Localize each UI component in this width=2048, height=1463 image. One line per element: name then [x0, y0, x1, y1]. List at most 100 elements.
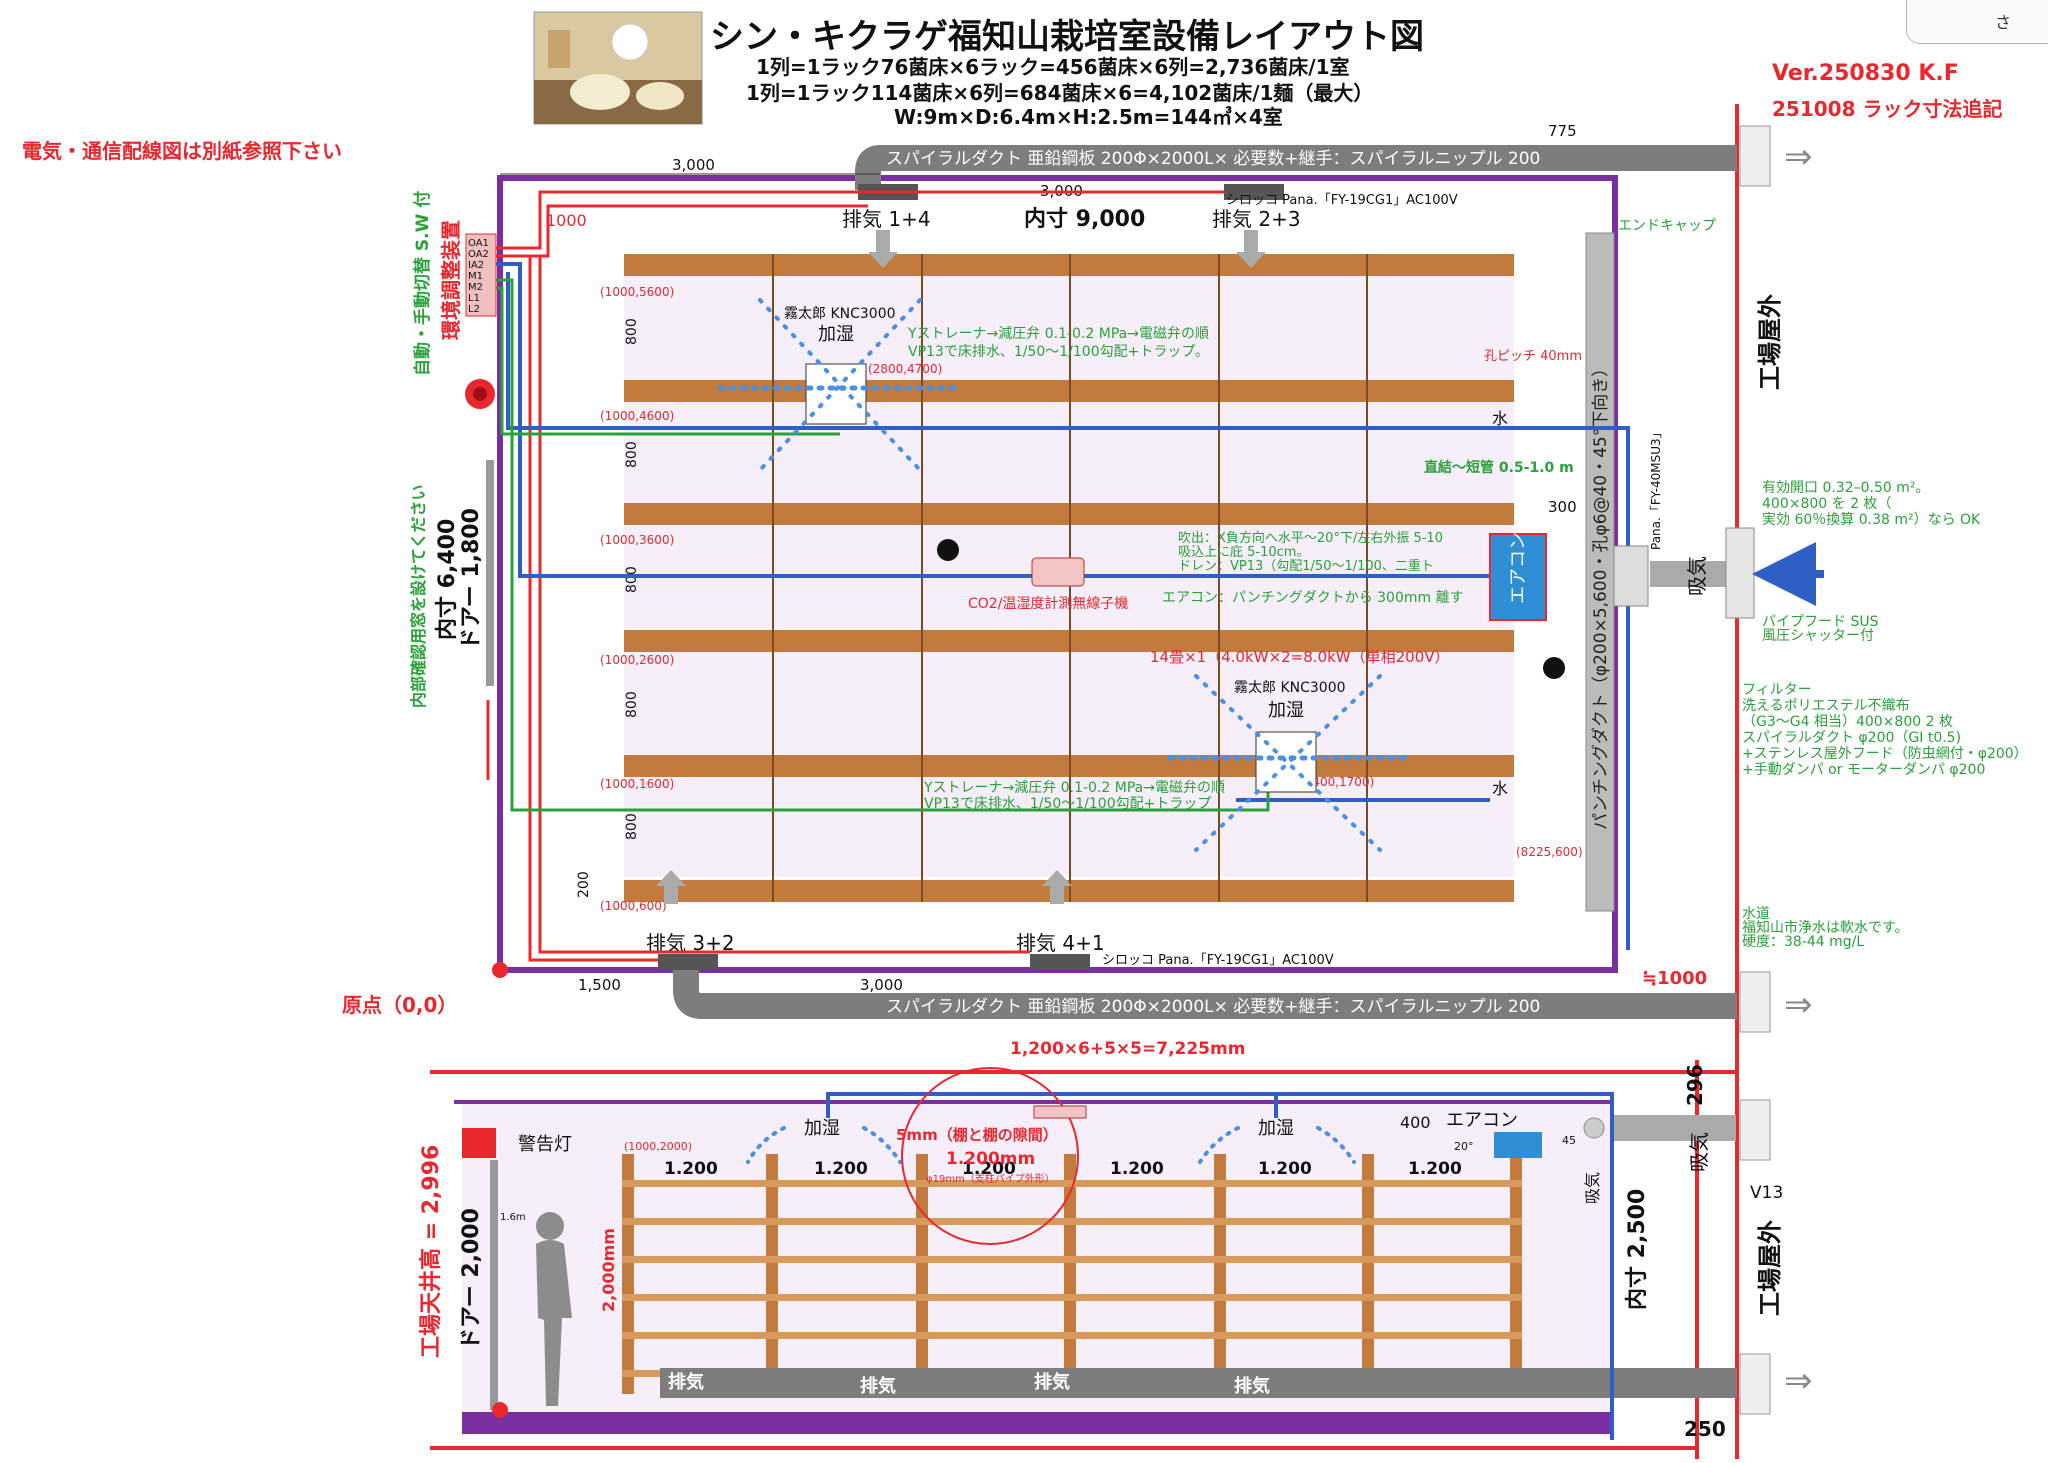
duct-bottom-label: スパイラルダクト 亜鉛鋼板 200Φ×2000L× 必要数+継手：スパイラルニッ… [886, 997, 1540, 1017]
direct-connect: 直結〜短管 0.5-1.0 m [1424, 459, 1574, 476]
wall-opening [1725, 527, 1755, 619]
section-floor [462, 1412, 1612, 1434]
ac-plug-icon [1543, 657, 1565, 679]
section-d400: 400 [1400, 1113, 1431, 1132]
section-ac [1494, 1132, 1542, 1158]
water-note-2: 福知山市浄水は軟水です。 [1742, 919, 1909, 936]
exhaust-2-3: 排気 2+3 [1212, 207, 1301, 231]
section-v13: V13 [1750, 1183, 1783, 1203]
exhaust-arrows [656, 230, 1266, 904]
exhaust-4-1: 排気 4+1 [1016, 931, 1105, 955]
revision-label: 251008 ラック寸法追記 [1772, 97, 2002, 121]
outlet-arrow-bottom-icon: ⇒ [1784, 985, 1813, 1025]
dim-775: 775 [1548, 122, 1577, 140]
section-total-length: 1,200×6+5×5=7,225mm [1010, 1039, 1245, 1059]
co2-sensor [1031, 557, 1085, 587]
dim-1000-approx: ≒1000 [1642, 968, 1707, 989]
coord-8225-600: (8225,600) [1516, 845, 1583, 859]
filter-note-2: 洗えるポリエステル不織布 [1742, 698, 1910, 714]
duct-bottom [673, 968, 1737, 1019]
duct-top-label: スパイラルダクト 亜鉛鋼板 200Φ×2000L× 必要数+継手：スパイラルニッ… [886, 149, 1540, 169]
strainer-1-line-2: VP13で床排水、1/50〜1/100勾配+トラップ。 [908, 344, 1209, 360]
section-ac-label: エアコン [1446, 1110, 1518, 1131]
section-outside-label: 工場屋外 [1756, 1220, 1784, 1316]
svg-text:M2: M2 [468, 282, 483, 293]
dim-1500: 1,500 [578, 976, 621, 994]
section-factory-height: 工場天井高 = 2,996 [418, 1145, 444, 1358]
mist-1-humid: 加湿 [818, 324, 854, 345]
section-deg20: 20° [1454, 1140, 1474, 1153]
opening-note-2: 400×800 を 2 枚（ [1762, 496, 1891, 512]
svg-text:M1: M1 [468, 271, 483, 282]
version-label: Ver.250830 K.F [1772, 61, 1959, 86]
coord-2800-4700: (2800,4700) [868, 362, 942, 376]
svg-text:排気: 排気 [668, 1371, 704, 1393]
hole-pitch: 孔ピッチ 40mm [1484, 349, 1582, 364]
sirocco-top-label: シロッコ Pana.「FY-19CG1」AC100V [1226, 193, 1458, 208]
gap-800-3: 800 [624, 566, 640, 593]
section-exhaust-duct [660, 1368, 1737, 1398]
inspection-window [486, 460, 494, 686]
gap-800-2: 800 [624, 441, 640, 468]
spiral-note-3: +手動ダンパ or モーターダンパ φ200 [1742, 762, 1985, 778]
ac-label: エアコン [1508, 532, 1529, 604]
end-cap-label: エンドキャップ [1618, 218, 1716, 234]
gap-800-4: 800 [624, 691, 640, 718]
subtitle-line-2: 1列=1ラック114菌床×6列=684菌床×6=4,102菌床/1麺（最大） [746, 81, 1373, 105]
svg-text:1.200: 1.200 [1110, 1159, 1164, 1179]
section-water-pipe [826, 1092, 1614, 1440]
coord-1000-2600: (1000,2600) [600, 653, 674, 667]
subtitle-line-3: W:9m×D:6.4m×H:2.5m=144㎥×4室 [894, 105, 1283, 129]
section-door [490, 1160, 498, 1410]
svg-text:1.200: 1.200 [664, 1159, 718, 1179]
fan-model: Pana.「FY-40MSU3」 [1649, 426, 1663, 550]
header-photo [533, 11, 703, 125]
wiring-note: 電気・通信配線図は別紙参照下さい [22, 139, 342, 163]
dim-300: 300 [1548, 498, 1577, 516]
sirocco-bottom-label: シロッコ Pana.「FY-19CG1」AC100V [1102, 953, 1334, 968]
origin-marker [492, 962, 508, 978]
mist-device-2 [1167, 674, 1413, 852]
wiring-red [494, 190, 1224, 962]
svg-text:L2: L2 [468, 304, 480, 315]
section-fan-icon [1583, 1117, 1605, 1139]
water-lines [494, 262, 1630, 950]
span-note: 1.200mm [946, 1149, 1035, 1169]
svg-text:排気: 排気 [1034, 1371, 1070, 1393]
inner-depth: 内寸 6,400 [435, 519, 460, 640]
span-labels: 1.200 1.200 1.200 1.200 1.200 1.200 [664, 1159, 1462, 1179]
opening-note-3: 実効 60％換算 0.38 m²）なら OK [1762, 512, 1981, 528]
svg-text:1.200: 1.200 [962, 1159, 1016, 1179]
gap-800-1: 800 [624, 318, 640, 345]
ventilation-fan [1613, 545, 1649, 607]
height-1600: 1.6m [500, 1212, 526, 1223]
co2-label: CO2/温湿度計測無線子機 [968, 596, 1128, 612]
punch-duct-label: パンチングダクト（φ200×5,600・孔φ6@40・45°下向き） [1591, 360, 1611, 830]
section-exhaust-labels: 排気 排気 排気 排気 [668, 1371, 1270, 1397]
coord-1000-3600: (1000,3600) [600, 533, 674, 547]
section-coord: (1000,2000) [624, 1140, 692, 1153]
svg-text:L1: L1 [468, 293, 480, 304]
svg-text:排気: 排気 [1234, 1375, 1270, 1397]
gap-800-5: 800 [624, 813, 640, 840]
window-corner-tab[interactable]: さ [1906, 0, 2048, 44]
svg-text:OA2: OA2 [468, 249, 489, 260]
section-d296: 296 [1683, 1064, 1707, 1106]
section-humid-2: 加湿 [1258, 1118, 1294, 1139]
hood-note-1: パイプフード SUS [1762, 614, 1879, 630]
gap-callout-circle [901, 1067, 1079, 1245]
svg-text:IA2: IA2 [468, 260, 484, 271]
env-controller [465, 233, 497, 317]
filter-note-1: フィルター [1742, 682, 1812, 698]
mist-device-1 [717, 298, 963, 472]
section-deg45: 45 [1562, 1134, 1576, 1147]
sensor-plug-icon [937, 539, 959, 561]
water-label-1: 水 [1492, 409, 1508, 428]
person-silhouette [536, 1212, 572, 1406]
ac-spec: 14畳×1（4.0kW×2=8.0kW（単相200V） [1150, 648, 1450, 666]
section-door-label: ドアー 2,000 [459, 1208, 484, 1350]
water-note-1: 水道 [1742, 906, 1770, 922]
strainer-2-line-2: VP13で床排水、1/50〜1/100勾配+トラップ [924, 796, 1211, 812]
ac-note: エアコン：パンチングダクトから 300mm 離す [1162, 589, 1464, 606]
suction-label: 吸気 [1685, 556, 1709, 596]
